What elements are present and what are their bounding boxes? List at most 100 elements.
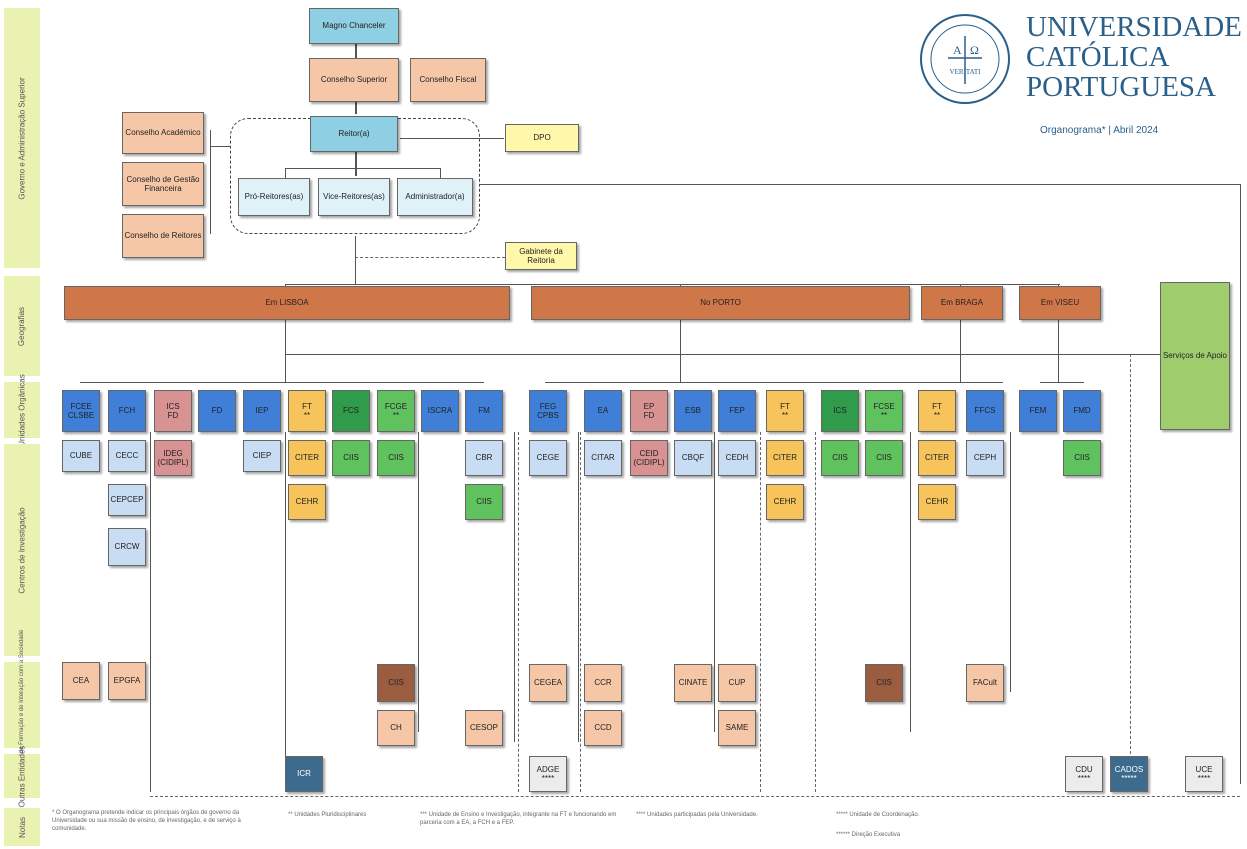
note-text: *** Unidade de Ensino e Investigação, in… — [420, 812, 617, 826]
logo-line-3: PORTUGUESA — [1026, 71, 1217, 103]
formation-box: EPGFA — [108, 662, 146, 700]
unit-box: FMD — [1063, 390, 1101, 432]
research-box: CEID (CIDIPL) — [630, 440, 668, 476]
conselho-superior-box: Conselho Superior — [309, 58, 399, 102]
conselho-fiscal-box: Conselho Fiscal — [410, 58, 486, 102]
formation-box: CCD — [584, 710, 622, 746]
research-box: CEPH — [966, 440, 1004, 476]
unit-box: FEM — [1019, 390, 1057, 432]
conselho-academico-box: Conselho Académico — [122, 112, 204, 154]
research-box: CEGE — [529, 440, 567, 476]
research-box: IDEG (CIDIPL) — [154, 440, 192, 476]
gabinete-box: Gabinete da Reitoria — [505, 242, 577, 270]
university-seal: A Ω VERITATI — [918, 12, 1012, 106]
band-unidades: Unidades Orgânicas — [4, 374, 40, 446]
svg-text:A: A — [953, 43, 962, 57]
geo-lisboa-box: Em LISBOA — [64, 286, 510, 320]
research-box: CUBE — [62, 440, 100, 472]
unit-box: FCS — [332, 390, 370, 432]
unit-box: FT ** — [288, 390, 326, 432]
logo-line-2: CATÓLICA — [1026, 41, 1170, 73]
research-box: CBR — [465, 440, 503, 476]
formation-box: CIIS — [377, 664, 415, 702]
research-box: CEHR — [288, 484, 326, 520]
unit-box: FT ** — [918, 390, 956, 432]
research-box: CEHR — [766, 484, 804, 520]
research-box: CIIS — [821, 440, 859, 476]
research-box: CECC — [108, 440, 146, 472]
servicos-apoio-box: Serviços de Apoio — [1160, 282, 1230, 430]
research-box: CITAR — [584, 440, 622, 476]
research-box: CITER — [766, 440, 804, 476]
unit-box: FT ** — [766, 390, 804, 432]
research-box: CBQF — [674, 440, 712, 476]
research-box: CITER — [918, 440, 956, 476]
formation-box: FACult — [966, 664, 1004, 702]
unit-box: FM — [465, 390, 503, 432]
vice-reitores-box: Vice-Reitores(as) — [318, 178, 390, 216]
note-text: * O Organograma pretende indicar os prin… — [52, 810, 241, 832]
other-entity-box: CDU **** — [1065, 756, 1103, 792]
dpo-box: DPO — [505, 124, 579, 152]
page-subtitle: Organograma* | Abril 2024 — [1040, 125, 1159, 136]
other-entity-box: UCE **** — [1185, 756, 1223, 792]
unit-box: FCEE CLSBE — [62, 390, 100, 432]
pro-reitores-box: Pró-Reitores(as) — [238, 178, 310, 216]
formation-box: CEGEA — [529, 664, 567, 702]
formation-box: CINATE — [674, 664, 712, 702]
band-outras: Outras Entidades — [4, 745, 40, 807]
research-box: CITER — [288, 440, 326, 476]
unit-box: FCGE ** — [377, 390, 415, 432]
geo-viseu-box: Em VISEU — [1019, 286, 1101, 320]
formation-box: SAME — [718, 710, 756, 746]
unit-box: ISCRA — [421, 390, 459, 432]
research-box: CIIS — [1063, 440, 1101, 476]
svg-text:Ω: Ω — [970, 43, 979, 57]
band-centros: Centros de Investigação — [4, 444, 40, 656]
research-box: CEDH — [718, 440, 756, 476]
note-text: ** Unidades Pluridisciplinares — [288, 812, 367, 818]
band-geografias: Geografias — [4, 276, 40, 376]
formation-box: CCR — [584, 664, 622, 702]
unit-box: EA — [584, 390, 622, 432]
conselho-gestao-box: Conselho de Gestão Financeira — [122, 162, 204, 206]
unit-box: FCH — [108, 390, 146, 432]
formation-box: CH — [377, 710, 415, 746]
administrador-box: Administrador(a) — [397, 178, 473, 216]
svg-text:VERITATI: VERITATI — [950, 68, 982, 76]
note-text: **** Unidades participadas pela Universi… — [636, 812, 758, 818]
research-box: CIIS — [865, 440, 903, 476]
note-text: ****** Direção Executiva — [836, 832, 901, 838]
note-text: ***** Unidade de Coordenação. — [836, 812, 920, 818]
research-box: CIIS — [377, 440, 415, 476]
research-box: CIIS — [465, 484, 503, 520]
conselho-reitores-box: Conselho de Reitores — [122, 214, 204, 258]
unit-box: EP FD — [630, 390, 668, 432]
formation-box: CEA — [62, 662, 100, 700]
unit-box: IEP — [243, 390, 281, 432]
band-governo: Governo e Administração Superior — [4, 8, 40, 268]
unit-box: ICS — [821, 390, 859, 432]
research-box: CEHR — [918, 484, 956, 520]
unit-box: FEP — [718, 390, 756, 432]
unit-box: ESB — [674, 390, 712, 432]
formation-box: CUP — [718, 664, 756, 702]
research-box: CIEP — [243, 440, 281, 472]
other-entity-box: ICR — [285, 756, 323, 792]
unit-box: FFCS — [966, 390, 1004, 432]
reitor-box: Reitor(a) — [310, 116, 398, 152]
research-box: CRCW — [108, 528, 146, 566]
band-notas: Notas — [4, 808, 40, 846]
unit-box: ICS FD — [154, 390, 192, 432]
magno-chanceler-box: Magno Chanceler — [309, 8, 399, 44]
unit-box: FEG CPBS — [529, 390, 567, 432]
other-entity-box: CADOS ***** — [1110, 756, 1148, 792]
geo-braga-box: Em BRAGA — [921, 286, 1003, 320]
band-formacao: Unidades de Formação e de Interação com … — [4, 630, 40, 780]
logo-line-1: UNIVERSIDADE — [1026, 11, 1242, 43]
formation-box: CESOP — [465, 710, 503, 746]
research-box: CIIS — [332, 440, 370, 476]
unit-box: FCSE ** — [865, 390, 903, 432]
geo-porto-box: No PORTO — [531, 286, 910, 320]
other-entity-box: ADGE **** — [529, 756, 567, 792]
